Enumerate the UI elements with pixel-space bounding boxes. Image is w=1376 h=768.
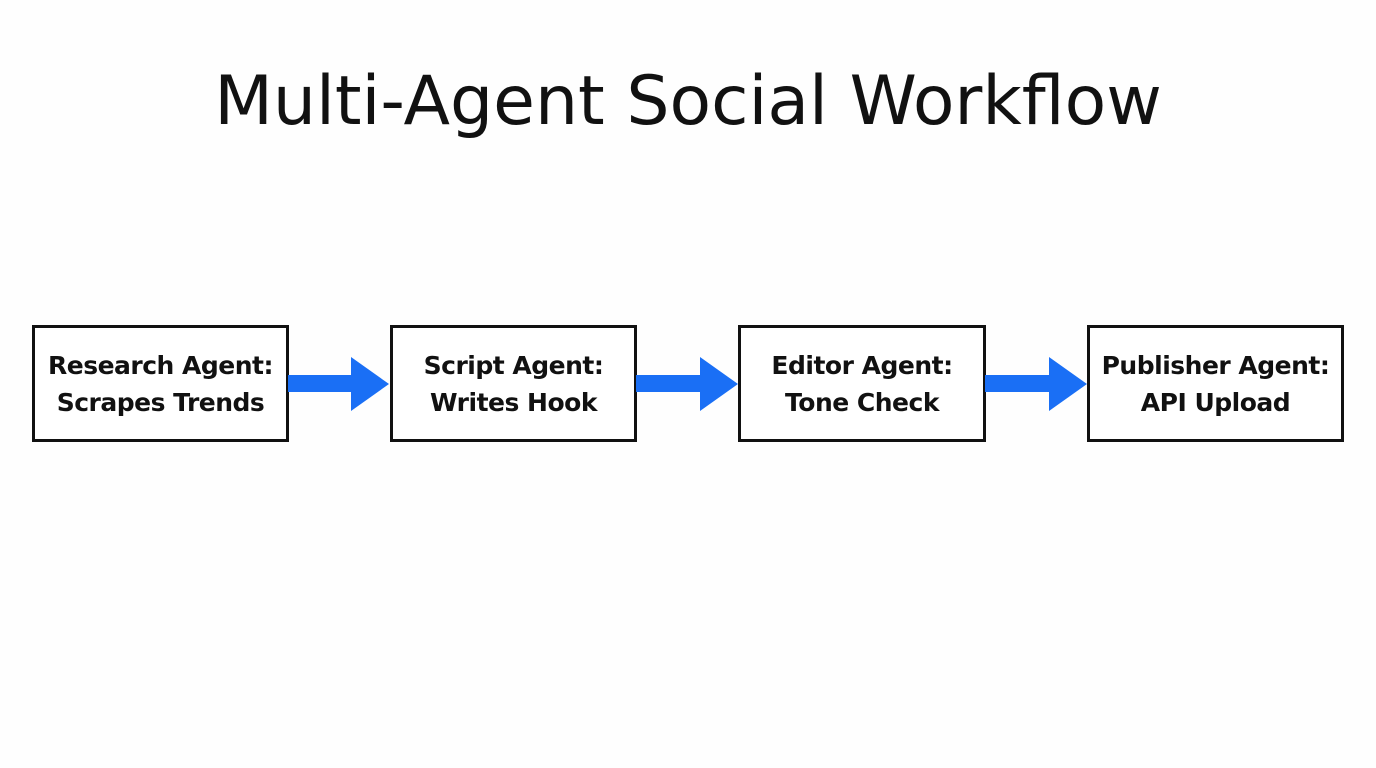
node-subtitle: Writes Hook (430, 387, 597, 417)
arrow-right-icon (288, 357, 389, 411)
node-title: Publisher Agent: (1101, 350, 1330, 380)
node-publisher-agent: Publisher Agent: API Upload (1087, 325, 1344, 442)
node-subtitle: Tone Check (785, 387, 939, 417)
node-research-agent: Research Agent: Scrapes Trends (32, 325, 289, 442)
node-editor-agent: Editor Agent: Tone Check (738, 325, 986, 442)
node-subtitle: Scrapes Trends (56, 387, 265, 417)
node-title: Research Agent: (47, 350, 274, 380)
node-subtitle: API Upload (1140, 387, 1291, 417)
diagram-title: Multi-Agent Social Workflow (214, 62, 1162, 141)
node-title: Editor Agent: (771, 350, 953, 380)
node-title: Script Agent: (423, 350, 604, 380)
arrow-right-icon (636, 357, 738, 411)
node-script-agent: Script Agent: Writes Hook (390, 325, 637, 442)
arrow-right-icon (985, 357, 1087, 411)
